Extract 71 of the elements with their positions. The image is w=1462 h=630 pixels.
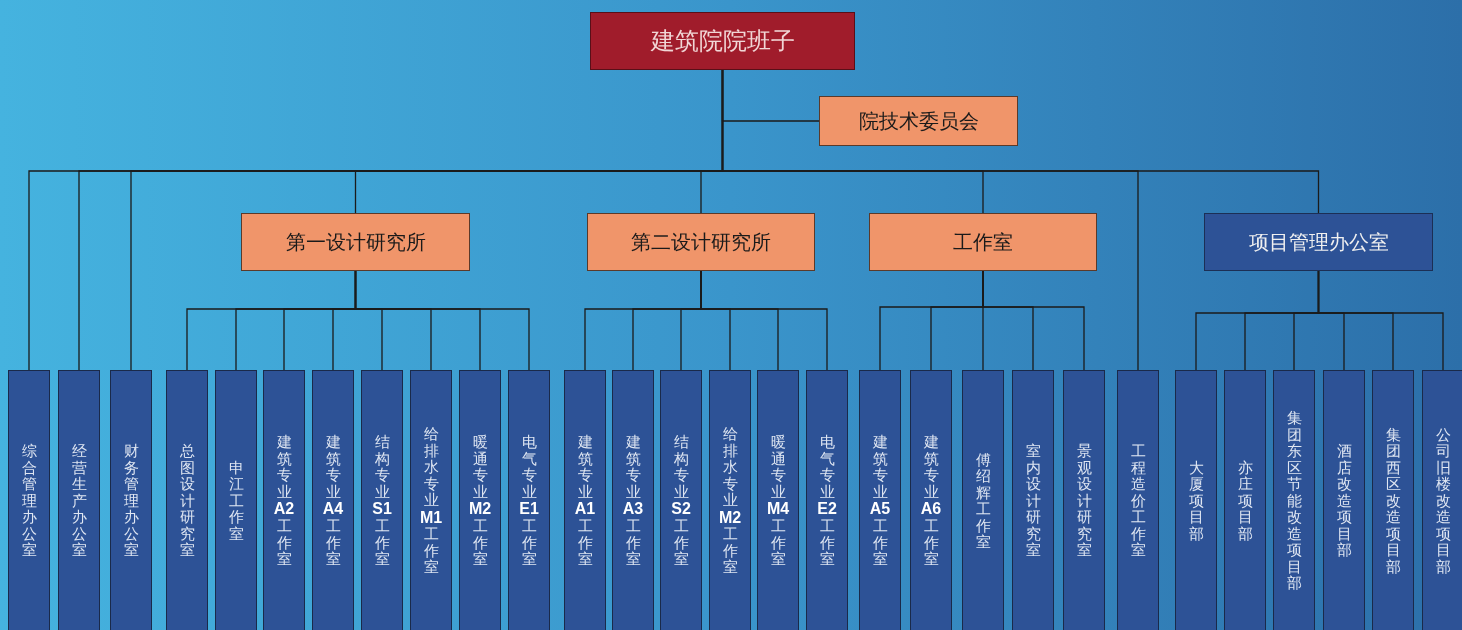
department-box [1204,213,1433,271]
node-label: 电气专业E1工作室 [521,434,537,568]
office-box [962,370,1004,630]
office-box [58,370,100,630]
office-box [564,370,606,630]
office-box [1175,370,1217,630]
node-label: 酒店改造项目部 [1336,443,1352,559]
office-box [1063,370,1105,630]
office-box [660,370,702,630]
connector-line [700,270,828,371]
node-label: 院技术委员会 [858,107,979,135]
office-box [361,370,403,630]
department-box [587,213,815,271]
node-label: 景观设计研究室 [1076,443,1092,559]
office-box [910,370,952,630]
office-box [215,370,257,630]
office-box [263,370,305,630]
node-label: 综合管理办公室 [21,443,37,559]
office-box [1422,370,1462,630]
office-box [1224,370,1266,630]
node-label: 集团东区节能改造项目部 [1286,410,1302,592]
node-label: 电气专业E2工作室 [819,434,835,568]
office-box [1323,370,1365,630]
leadership-box [590,12,855,70]
node-label: 经营生产办公室 [71,443,87,559]
node-label: 工程造价工作室 [1130,443,1146,559]
node-label: 集团西区改造项目部 [1385,426,1401,576]
node-label: 建筑专业A2工作室 [276,434,292,568]
node-label: 建筑专业A4工作室 [325,434,341,568]
node-label: 建筑专业A1工作室 [577,434,593,568]
office-box [8,370,50,630]
node-label: 公司旧楼改造项目部 [1435,426,1451,576]
node-label: 第一设计研究所 [285,228,426,256]
department-box [819,96,1018,146]
office-box [410,370,452,630]
connector-line [1317,270,1444,371]
node-label: 结构专业S2工作室 [673,434,689,568]
connector-line [721,69,1320,214]
office-box [1372,370,1414,630]
department-box [241,213,470,271]
node-label: 申江工作室 [228,459,244,543]
node-label: 室内设计研究室 [1025,443,1041,559]
office-box [757,370,799,630]
node-label: 大厦项目部 [1188,459,1204,543]
office-box [312,370,354,630]
node-label: 第二设计研究所 [631,228,771,256]
node-label: 建筑专业A6工作室 [923,434,939,568]
department-box [869,213,1097,271]
node-label: 傅绍辉工作室 [975,451,991,551]
office-box [612,370,654,630]
office-box [1117,370,1159,630]
node-label: 亦庄项目部 [1237,459,1253,543]
office-box [508,370,550,630]
node-label: 总图设计研究室 [179,443,195,559]
node-label: 财务管理办公室 [123,443,139,559]
connector-line [354,270,530,371]
node-label: 工作室 [953,228,1013,256]
office-box [459,370,501,630]
office-box [166,370,208,630]
node-label: 建筑院院班子 [650,26,795,57]
office-box [859,370,901,630]
office-box [110,370,152,630]
office-box [709,370,751,630]
node-label: 项目管理办公室 [1248,228,1389,256]
office-box [1273,370,1315,630]
connector-line [982,270,1085,371]
node-label: 结构专业S1工作室 [374,434,390,568]
node-label: 建筑专业A5工作室 [872,434,888,568]
node-label: 建筑专业A3工作室 [625,434,641,568]
office-box [806,370,848,630]
office-box [1012,370,1054,630]
